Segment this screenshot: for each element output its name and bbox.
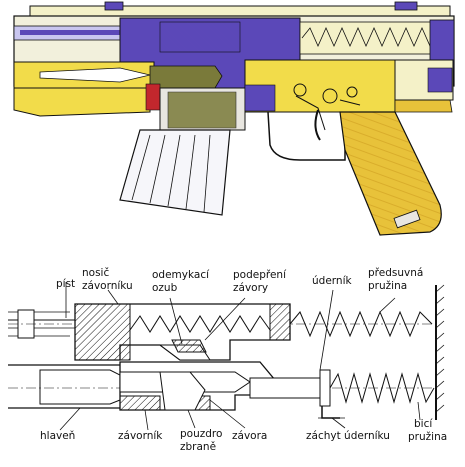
firing-pin (249, 377, 321, 399)
barrel-chamber (39, 369, 121, 405)
label-podepreni-1: podepření (233, 269, 287, 281)
barrel-bore (39, 67, 151, 83)
grip-cap (393, 209, 421, 229)
label-nosic-1: nosič (82, 267, 109, 279)
receiver-housing-hatch-left (119, 395, 161, 411)
recoil-spring (129, 315, 271, 333)
label-pouzdro-2: zbraně (180, 441, 216, 453)
label-nosic-2: závorníku (82, 280, 133, 292)
rear-sight (104, 1, 124, 11)
bolt-carrier-hatch (74, 303, 131, 361)
label-bici-1: bicí (414, 418, 433, 430)
label-pist: píst (56, 278, 75, 290)
label-udernik: úderník (312, 275, 352, 287)
red-accent-1 (145, 83, 161, 111)
label-pouzdro-1: pouzdro (180, 428, 222, 440)
bolt-carrier-hatch-right (269, 303, 291, 341)
firing-pin-catch (321, 406, 340, 419)
label-zavornik: závorník (118, 430, 163, 442)
firing-pin-head (319, 369, 331, 407)
stock-purple-block (427, 67, 453, 93)
mechanism-diagram: píst nosič závorníku odemykací ozub pode… (8, 267, 447, 453)
cartridges-in-magazine (167, 91, 237, 129)
label-bici-2: pružina (408, 431, 447, 443)
trigger (314, 109, 321, 141)
pistol-grip (339, 111, 442, 236)
rear-wall-hatching (435, 284, 445, 413)
top-rail (29, 5, 451, 17)
trigger-guard (267, 111, 346, 161)
recoil-spring-top (301, 27, 439, 47)
magazine (119, 129, 231, 216)
trigger-mechanism-purple (244, 84, 276, 112)
front-sight (394, 1, 418, 11)
recoil-spring-housing (299, 21, 441, 55)
label-hlaven: hlaveň (40, 430, 75, 442)
bolt-carrier-hatched (159, 21, 241, 53)
grip-top-wood (394, 99, 453, 113)
label-podepreni-2: závory (233, 282, 268, 294)
label-zachyt: záchyt úderníku (306, 430, 390, 442)
handguard (13, 87, 151, 117)
label-odemykaci-2: ozub (152, 282, 178, 294)
label-odemykaci-1: odemykací (152, 269, 210, 281)
hammer-spring (329, 372, 435, 404)
label-predsuvna-1: předsuvná (368, 267, 423, 279)
locking-block (159, 371, 206, 411)
leader-lines (59, 282, 421, 431)
label-predsuvna-2: pružina (368, 280, 407, 292)
label-zavora: závora (232, 430, 267, 442)
locking-support (171, 339, 207, 353)
rifle-cutaway-illustration (13, 1, 455, 236)
trigger-mechanism-parts (293, 83, 361, 131)
magazine-ribs (131, 134, 211, 213)
cartridge-olive (149, 65, 223, 89)
recoil-spring-extension (289, 310, 433, 338)
